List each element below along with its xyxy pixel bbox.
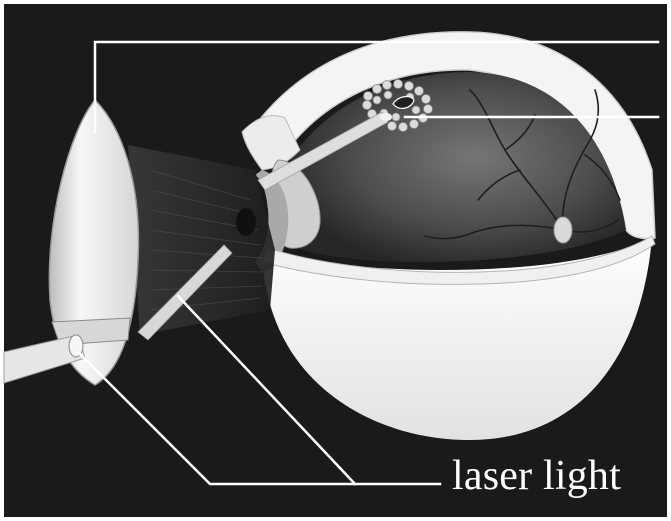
laser-beam-tip xyxy=(380,113,392,121)
laser-light-label: laser light xyxy=(452,452,621,500)
optic-disc xyxy=(554,217,572,243)
light-cone xyxy=(128,145,275,335)
pupil-focus xyxy=(236,208,256,236)
